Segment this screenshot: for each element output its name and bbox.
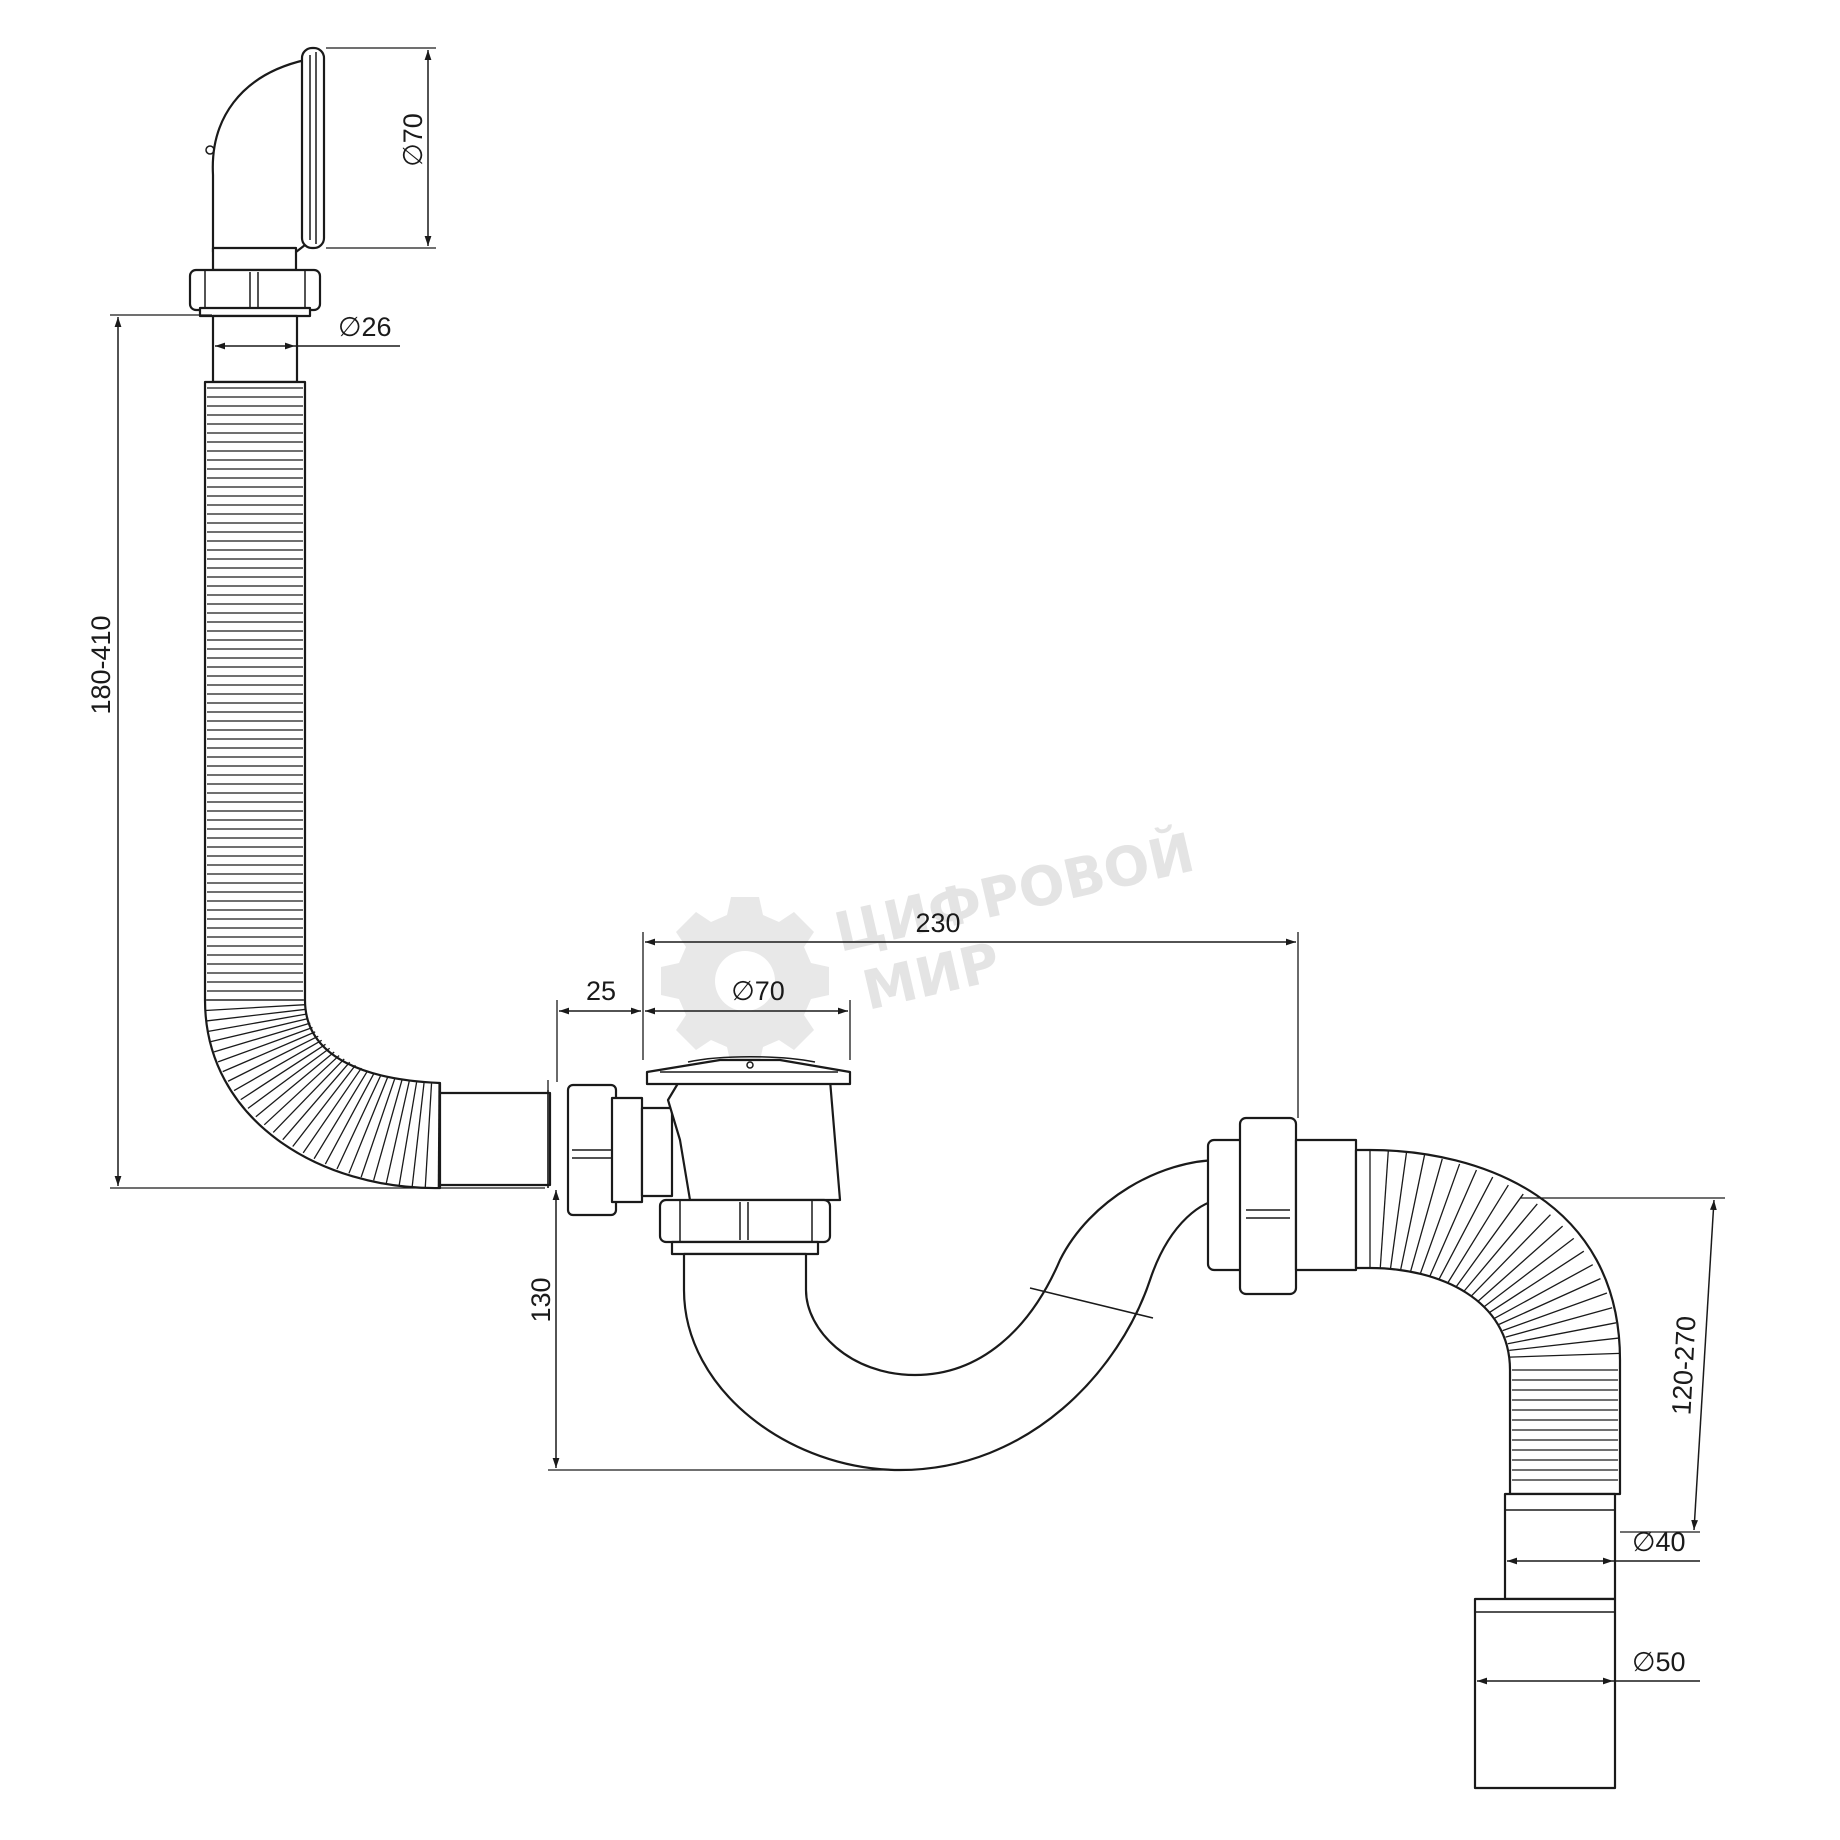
hose-rib: [1455, 1193, 1524, 1288]
elbow-body: [211, 58, 307, 254]
siphon-nut: [658, 1198, 832, 1256]
overflow-cap-rim: [309, 52, 317, 244]
hose-rib: [302, 1067, 362, 1154]
hose-rib: [385, 1081, 410, 1184]
dimension-offset: 25: [556, 976, 644, 1082]
hose-rib: [213, 1022, 311, 1053]
hose-rib: [208, 1013, 308, 1032]
hose-rib: [240, 1043, 326, 1101]
hose-rib: [324, 1072, 375, 1165]
dimension-label: 130: [526, 1277, 556, 1322]
siphon-body-shell: [666, 1078, 842, 1202]
inlet-pipe: [438, 1091, 552, 1187]
watermark-line-1: ЦИФРОВОЙ: [829, 821, 1200, 965]
dimension-trap-height: 130: [526, 1080, 905, 1471]
hose-rib: [1409, 1158, 1443, 1273]
hose-rib: [1489, 1250, 1585, 1313]
dimension-label: ∅70: [398, 113, 428, 167]
hose-rib: [1498, 1278, 1601, 1325]
dimension-drain-diameter: ∅70: [645, 976, 851, 1060]
outlet-nut: [1206, 1116, 1358, 1296]
dimension-label: 25: [586, 976, 616, 1006]
elbow-neck: [211, 246, 298, 272]
hose-rib: [217, 1026, 313, 1063]
inlet-nut: [566, 1083, 674, 1217]
hose-rib: [424, 1083, 433, 1188]
hose-rib: [1505, 1307, 1613, 1338]
outlet-spigot-50: [1473, 1597, 1617, 1790]
hose-rib: [1494, 1264, 1594, 1319]
dimension-label: ∅50: [1632, 1647, 1686, 1677]
hose-rib: [282, 1061, 351, 1141]
hose-rib: [1438, 1176, 1494, 1281]
hose-rib: [233, 1039, 323, 1092]
hose-rib: [1509, 1352, 1620, 1358]
hose-rib: [1389, 1152, 1408, 1270]
dimension-hose-length: 180-410: [86, 314, 545, 1189]
hose-rib: [205, 1004, 306, 1012]
overflow-hose-body: [203, 380, 442, 1190]
outlet-spigot: [1473, 1492, 1617, 1790]
dimension-outlet-diameter-large: ∅50: [1477, 1647, 1700, 1685]
overflow-elbow: [205, 46, 326, 272]
overflow-nut: [188, 268, 322, 318]
outlet-hose-ribs: [1369, 1150, 1620, 1481]
hose-rib: [255, 1051, 335, 1118]
hose-rib: [1507, 1322, 1617, 1345]
watermark: ЦИФРОВОЙ МИР: [661, 821, 1200, 1065]
hose-rib: [1463, 1203, 1538, 1293]
hose-rib: [1399, 1154, 1426, 1271]
hose-rib: [1509, 1337, 1619, 1352]
s-trap-seam: [1029, 1287, 1154, 1319]
overflow-pipe: [211, 314, 299, 384]
hose-rib: [292, 1064, 356, 1147]
hose-rib: [222, 1031, 316, 1073]
hose-rib: [398, 1082, 418, 1186]
hose-rib: [1379, 1150, 1389, 1269]
hose-rib: [336, 1074, 382, 1170]
overflow-hose-ribs: [205, 387, 440, 1188]
dimension-pipe-diameter: ∅26: [215, 312, 400, 350]
dimension-overflow-diameter: ∅70: [326, 47, 436, 249]
overflow-cap: [300, 46, 326, 250]
dimension-outlet-hose-length: 120-270: [1520, 1197, 1725, 1533]
dimension-label: 230: [915, 908, 960, 938]
hose-rib: [272, 1058, 345, 1133]
dimension-outlet-diameter-small: ∅40: [1507, 1527, 1700, 1565]
hose-rib: [247, 1047, 331, 1109]
hose-rib: [373, 1080, 403, 1181]
hose-rib: [348, 1076, 389, 1174]
hose-rib: [1419, 1163, 1461, 1275]
siphon-body: [645, 1056, 852, 1202]
elbow-screw: [205, 145, 215, 155]
hose-rib: [210, 1017, 309, 1043]
dimension-total-length: 230: [642, 908, 1299, 1118]
drawing-parts: [188, 46, 1622, 1790]
hose-rib: [227, 1035, 319, 1082]
dimension-label: ∅70: [731, 976, 785, 1006]
dimensions: ∅70 ∅26 180-410 25 230: [86, 47, 1725, 1685]
hose-rib: [1470, 1214, 1551, 1297]
hose-rib: [360, 1078, 396, 1178]
hose-rib: [313, 1070, 369, 1160]
dimension-label: 180-410: [86, 615, 116, 714]
hose-rib: [206, 1008, 306, 1022]
hose-rib: [411, 1083, 425, 1187]
hose-rib: [1429, 1169, 1478, 1278]
outlet-spigot-40: [1503, 1492, 1617, 1601]
dimension-label: ∅26: [338, 312, 392, 342]
drain-rim-detail: [687, 1056, 816, 1063]
hose-rib: [263, 1055, 340, 1126]
hose-rib: [1446, 1184, 1509, 1284]
hose-rib: [1477, 1225, 1564, 1302]
outlet-hose-body: [1354, 1148, 1622, 1496]
dimension-label: 120-270: [1666, 1315, 1701, 1416]
hose-rib: [1483, 1237, 1575, 1308]
hose-rib: [1502, 1292, 1608, 1332]
dimension-label: ∅40: [1632, 1527, 1686, 1557]
